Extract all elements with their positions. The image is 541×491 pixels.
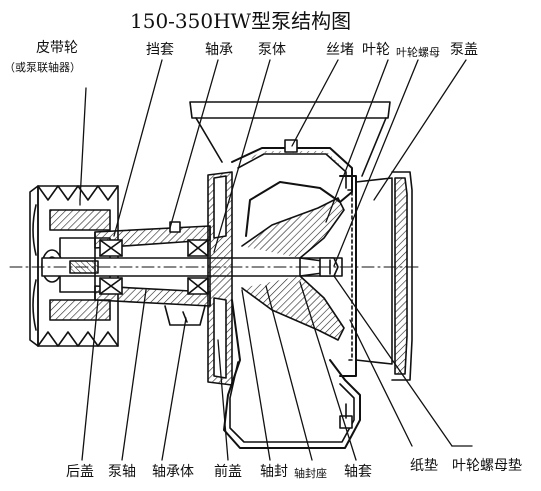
label-plug: 丝堵 [326, 42, 354, 58]
label-gasket: 纸垫 [410, 458, 438, 474]
label-pump-shaft: 泵轴 [108, 464, 136, 480]
label-sleeve: 挡套 [146, 42, 174, 58]
label-front-cover: 前盖 [214, 464, 242, 480]
label-rear-cover: 后盖 [66, 464, 94, 480]
label-pulley: 皮带轮 [36, 40, 78, 56]
label-pulley-note: （或泵联轴器） [4, 61, 81, 74]
leader-lines-top [79, 59, 467, 267]
label-bearing-body: 轴承体 [152, 464, 194, 480]
pump-cover-shape [339, 171, 413, 381]
label-impeller-nut: 叶轮螺母 [396, 46, 440, 59]
label-nut-gasket: 叶轮螺母垫 [452, 458, 522, 474]
label-pump-cover: 泵盖 [450, 42, 478, 58]
label-impeller: 叶轮 [362, 42, 390, 58]
diagram-title: 150-350HW型泵结构图 [130, 9, 352, 33]
label-shaft-sleeve: 轴套 [344, 464, 372, 480]
label-pump-body: 泵体 [258, 42, 286, 58]
leader-lines-bottom [81, 275, 473, 461]
inlet-flange-shape [189, 101, 391, 177]
pump-casing-shape [223, 139, 361, 449]
label-bearing: 轴承 [205, 42, 233, 58]
label-shaft-seal: 轴封 [260, 464, 288, 480]
label-seal-seat: 轴封座 [294, 467, 327, 480]
